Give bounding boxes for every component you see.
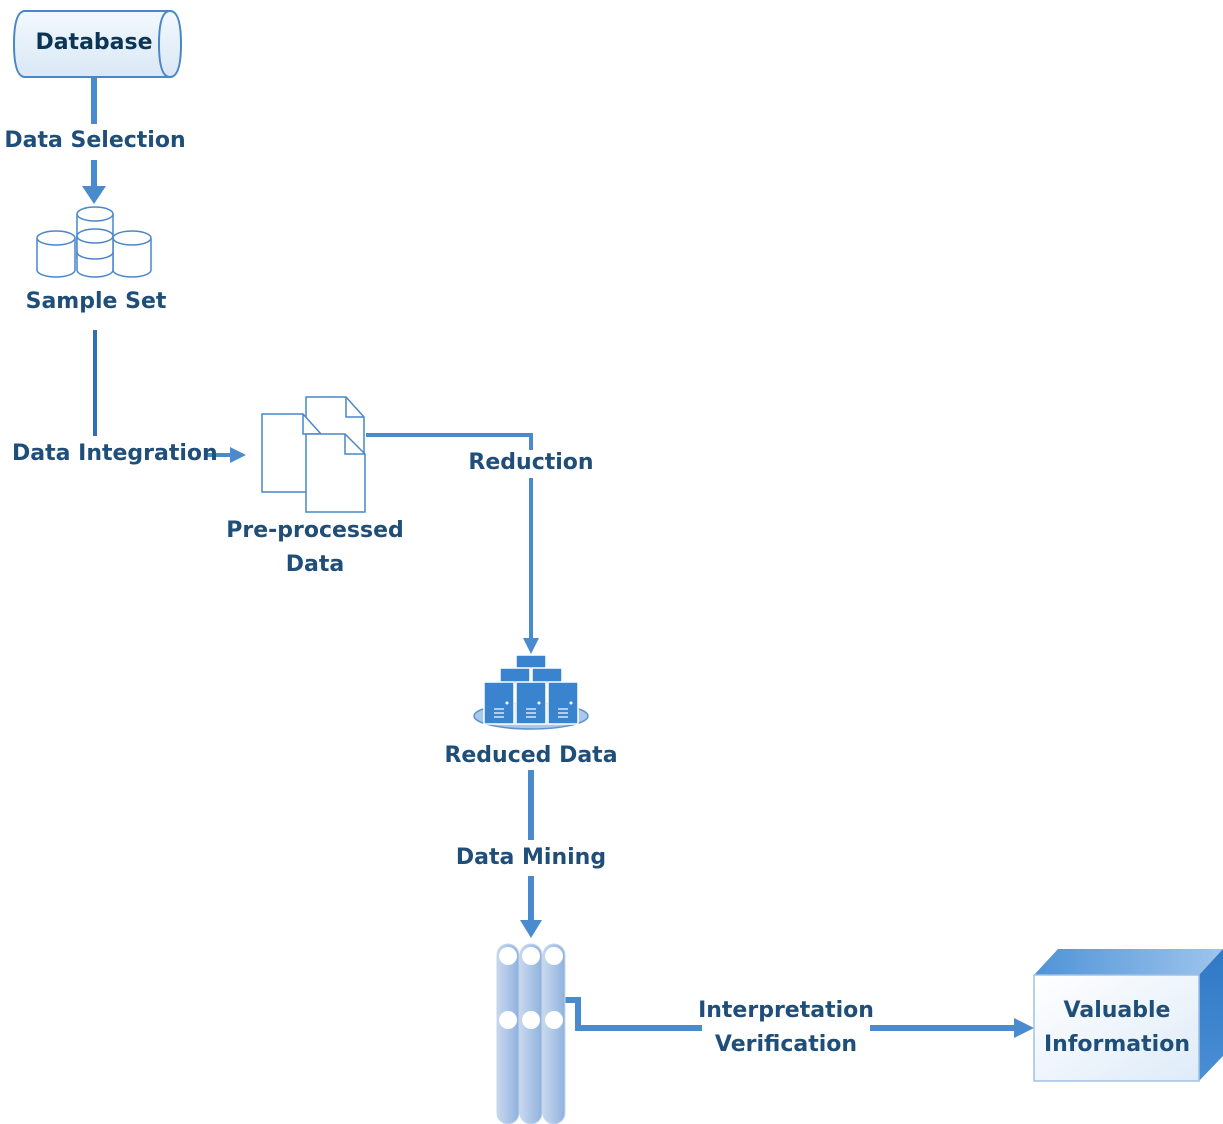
arrowhead-icon xyxy=(1014,1018,1034,1038)
arrowhead-icon xyxy=(82,186,106,204)
arrowhead-icon xyxy=(230,447,246,463)
database-label: Database xyxy=(35,30,153,55)
sample-set-label: Sample Set xyxy=(25,289,167,314)
connector-mining-to-information xyxy=(563,997,1034,1038)
connector-database-to-sample xyxy=(82,78,106,204)
connector-preprocessed-to-reduced xyxy=(366,433,539,654)
data-mining-label: Data Mining xyxy=(455,845,607,870)
connector-integration-to-preprocessed xyxy=(204,447,246,463)
valuable-label-line1: Valuable xyxy=(1063,998,1171,1023)
connector-reduced-to-mining xyxy=(520,770,542,938)
data-columns-icon xyxy=(496,943,566,1124)
server-cluster-icon xyxy=(473,654,589,730)
reduction-label: Reduction xyxy=(468,450,594,475)
preprocessed-label-line2: Data xyxy=(285,552,345,577)
preprocessed-label-line1: Pre-processed xyxy=(226,518,404,543)
arrowhead-icon xyxy=(523,638,539,654)
data-integration-label: Data Integration xyxy=(12,441,218,466)
information-cube-icon xyxy=(1033,949,1223,1082)
arrowhead-icon xyxy=(520,920,542,938)
interpretation-label-line1: Interpretation xyxy=(698,998,874,1023)
database-node xyxy=(12,10,183,78)
reduced-data-label: Reduced Data xyxy=(444,743,618,768)
valuable-label-line2: Information xyxy=(1044,1032,1190,1057)
data-selection-label: Data Selection xyxy=(4,128,186,153)
sample-set-icon xyxy=(36,206,152,278)
interpretation-label-line2: Verification xyxy=(714,1032,858,1057)
documents-icon xyxy=(261,396,366,513)
